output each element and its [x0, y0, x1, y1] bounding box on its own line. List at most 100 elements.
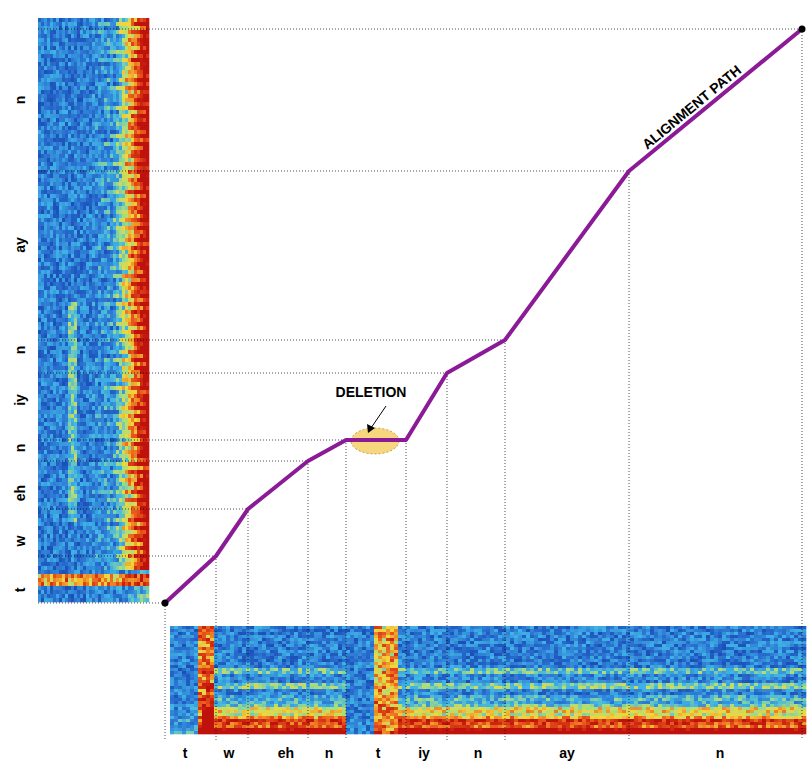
spectrogram-cell — [131, 222, 134, 226]
spectrogram-cell — [92, 66, 95, 70]
spectrogram-cell — [62, 118, 65, 122]
spectrogram-cell — [53, 78, 56, 82]
spectrogram-cell — [41, 102, 44, 106]
spectrogram-cell — [62, 206, 65, 210]
spectrogram-cell — [83, 158, 86, 162]
spectrogram-cell — [44, 126, 47, 130]
spectrogram-cell — [131, 102, 134, 106]
spectrogram-cell — [125, 58, 128, 62]
spectrogram-cell — [122, 50, 125, 54]
spectrogram-cell — [137, 122, 140, 126]
spectrogram-cell — [83, 162, 86, 166]
spectrogram-cell — [50, 122, 53, 126]
spectrogram-cell — [128, 170, 131, 174]
spectrogram-cell — [50, 142, 53, 146]
spectrogram-cell — [125, 190, 128, 194]
spectrogram-cell — [122, 38, 125, 42]
spectrogram-cell — [53, 230, 56, 234]
spectrogram-cell — [50, 110, 53, 114]
spectrogram-cell — [101, 206, 104, 210]
spectrogram-cell — [62, 150, 65, 154]
spectrogram-cell — [74, 102, 77, 106]
spectrogram-cell — [104, 146, 107, 150]
spectrogram-cell — [89, 30, 92, 34]
spectrogram-cell — [125, 66, 128, 70]
spectrogram-cell — [131, 98, 134, 102]
spectrogram-cell — [104, 94, 107, 98]
spectrogram-cell — [38, 62, 41, 66]
spectrogram-cell — [92, 222, 95, 226]
spectrogram-cell — [44, 46, 47, 50]
spectrogram-cell — [44, 58, 47, 62]
spectrogram-cell — [128, 58, 131, 62]
spectrogram-cell — [86, 166, 89, 170]
spectrogram-cell — [71, 218, 74, 222]
spectrogram-cell — [41, 170, 44, 174]
spectrogram-cell — [128, 106, 131, 110]
spectrogram-cell — [68, 186, 71, 190]
spectrogram-cell — [71, 102, 74, 106]
spectrogram-cell — [104, 54, 107, 58]
spectrogram-cell — [95, 50, 98, 54]
spectrogram-cell — [41, 42, 44, 46]
spectrogram-cell — [71, 134, 74, 138]
spectrogram-cell — [68, 110, 71, 114]
spectrogram-cell — [44, 22, 47, 26]
spectrogram-cell — [110, 182, 113, 186]
spectrogram-cell — [71, 174, 74, 178]
spectrogram-cell — [140, 162, 143, 166]
spectrogram-cell — [89, 142, 92, 146]
spectrogram-cell — [86, 142, 89, 146]
spectrogram-cell — [146, 90, 149, 94]
spectrogram-cell — [125, 158, 128, 162]
spectrogram-cell — [125, 186, 128, 190]
spectrogram-cell — [50, 106, 53, 110]
spectrogram-cell — [80, 178, 83, 182]
spectrogram-cell — [74, 218, 77, 222]
spectrogram-cell — [137, 142, 140, 146]
spectrogram-cell — [128, 62, 131, 66]
spectrogram-cell — [62, 18, 65, 22]
spectrogram-cell — [104, 186, 107, 190]
spectrogram-cell — [38, 150, 41, 154]
spectrogram-cell — [146, 78, 149, 82]
spectrogram-cell — [77, 186, 80, 190]
spectrogram-cell — [125, 38, 128, 42]
spectrogram-cell — [83, 206, 86, 210]
spectrogram-cell — [68, 206, 71, 210]
spectrogram-cell — [122, 102, 125, 106]
spectrogram-cell — [71, 90, 74, 94]
spectrogram-cell — [77, 154, 80, 158]
spectrogram-cell — [146, 106, 149, 110]
spectrogram-cell — [62, 62, 65, 66]
spectrogram-cell — [92, 110, 95, 114]
spectrogram-cell — [119, 126, 122, 130]
spectrogram-cell — [89, 150, 92, 154]
spectrogram-cell — [122, 158, 125, 162]
spectrogram-cell — [41, 138, 44, 142]
spectrogram-cell — [62, 134, 65, 138]
spectrogram-cell — [86, 110, 89, 114]
spectrogram-cell — [101, 54, 104, 58]
spectrogram-cell — [146, 146, 149, 150]
spectrogram-cell — [92, 122, 95, 126]
spectrogram-cell — [101, 178, 104, 182]
spectrogram-cell — [143, 102, 146, 106]
spectrogram-cell — [68, 78, 71, 82]
spectrogram-cell — [143, 178, 146, 182]
spectrogram-cell — [83, 178, 86, 182]
spectrogram-cell — [122, 122, 125, 126]
spectrogram-cell — [89, 230, 92, 234]
spectrogram-cell — [62, 98, 65, 102]
spectrogram-cell — [56, 114, 59, 118]
spectrogram-cell — [53, 210, 56, 214]
spectrogram-cell — [110, 62, 113, 66]
spectrogram-cell — [77, 94, 80, 98]
spectrogram-cell — [38, 214, 41, 218]
spectrogram-cell — [101, 150, 104, 154]
spectrogram-cell — [146, 94, 149, 98]
spectrogram-cell — [62, 86, 65, 90]
spectrogram-cell — [86, 18, 89, 22]
spectrogram-cell — [44, 226, 47, 230]
spectrogram-cell — [53, 58, 56, 62]
